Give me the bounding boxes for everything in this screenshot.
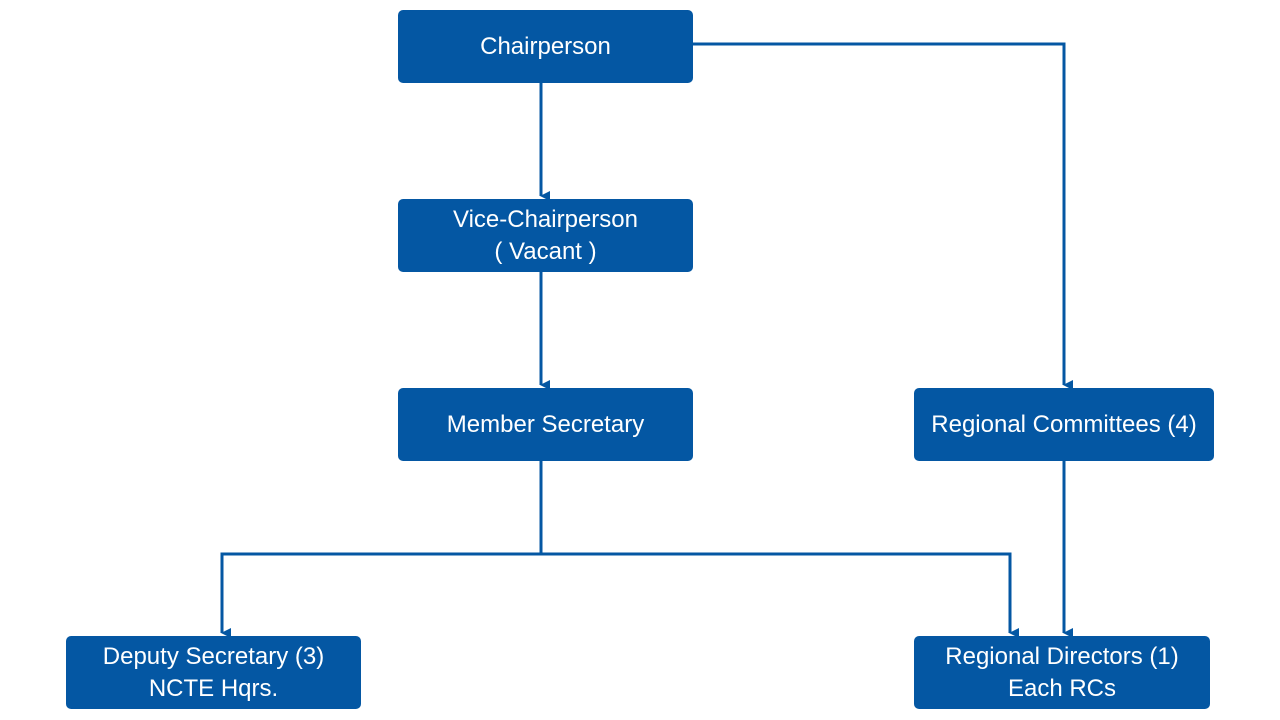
- node-deputy-secretary: Deputy Secretary (3) NCTE Hqrs.: [66, 636, 361, 709]
- edge-member-secretary-to-deputy-secretary: [220, 461, 543, 638]
- node-chairperson-label: Chairperson: [480, 32, 611, 60]
- edge-member-secretary-to-regional-directors: [541, 552, 1019, 638]
- node-deputy-secretary-sublabel: NCTE Hqrs.: [148, 674, 279, 702]
- node-regional-directors-sublabel: Each RCs: [1007, 674, 1117, 702]
- node-vice-chairperson-status: ( Vacant ): [494, 237, 597, 265]
- node-regional-committees-label: Regional Committees (4): [931, 410, 1197, 438]
- edge-chairperson-to-regional-committees: [693, 42, 1073, 390]
- node-member-secretary: Member Secretary: [398, 388, 693, 461]
- node-regional-committees: Regional Committees (4): [914, 388, 1214, 461]
- node-vice-chairperson: Vice-Chairperson ( Vacant ): [398, 199, 693, 272]
- node-regional-directors: Regional Directors (1) Each RCs: [914, 636, 1210, 709]
- node-vice-chairperson-label: Vice-Chairperson: [453, 205, 638, 233]
- node-regional-directors-label: Regional Directors (1): [945, 642, 1179, 670]
- node-deputy-secretary-label: Deputy Secretary (3): [102, 642, 325, 670]
- node-chairperson: Chairperson: [398, 10, 693, 83]
- node-member-secretary-label: Member Secretary: [446, 410, 645, 438]
